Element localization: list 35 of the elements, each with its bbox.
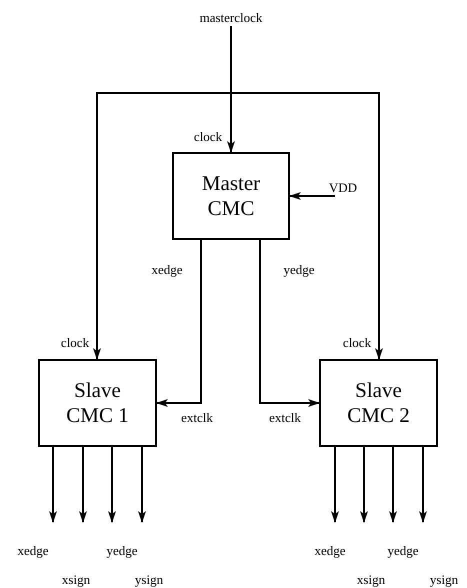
arrow [360, 447, 368, 523]
signal-label: xsign [356, 573, 386, 588]
port-label: extclk [269, 411, 301, 426]
arrow [138, 447, 146, 523]
arrow [419, 447, 427, 523]
arrow [289, 192, 335, 200]
signal-label: masterclock [191, 10, 271, 26]
arrow [79, 447, 87, 523]
arrow [49, 447, 57, 523]
block-box [38, 359, 157, 447]
signal-label: yedge [283, 263, 315, 278]
block-label: Master CMC [200, 170, 262, 222]
arrow [389, 447, 397, 523]
signal-label: xedge [17, 544, 49, 558]
arrow [108, 447, 116, 523]
signal-label: ysign [430, 573, 458, 588]
signal-label: yedge [387, 544, 419, 558]
arrow [230, 26, 383, 360]
block-label: Slave CMC 1 [65, 378, 130, 428]
signal-label: VDD [322, 180, 364, 196]
port-label: clock [60, 336, 90, 350]
block-box [319, 359, 438, 447]
signal-label: yedge [106, 544, 138, 558]
arrow [259, 240, 320, 407]
port-label: clock [194, 130, 222, 144]
port-label: clock [342, 336, 372, 350]
signal-label: ysign [134, 573, 164, 588]
signal-label: xsign [62, 573, 90, 588]
port-label: extclk [181, 411, 213, 426]
arrow [156, 240, 202, 407]
block-label: Slave CMC 2 [346, 378, 411, 428]
block-box [172, 152, 290, 240]
arrow [331, 447, 339, 523]
signal-label: xedge [314, 544, 346, 558]
signal-label: xedge [151, 263, 183, 278]
